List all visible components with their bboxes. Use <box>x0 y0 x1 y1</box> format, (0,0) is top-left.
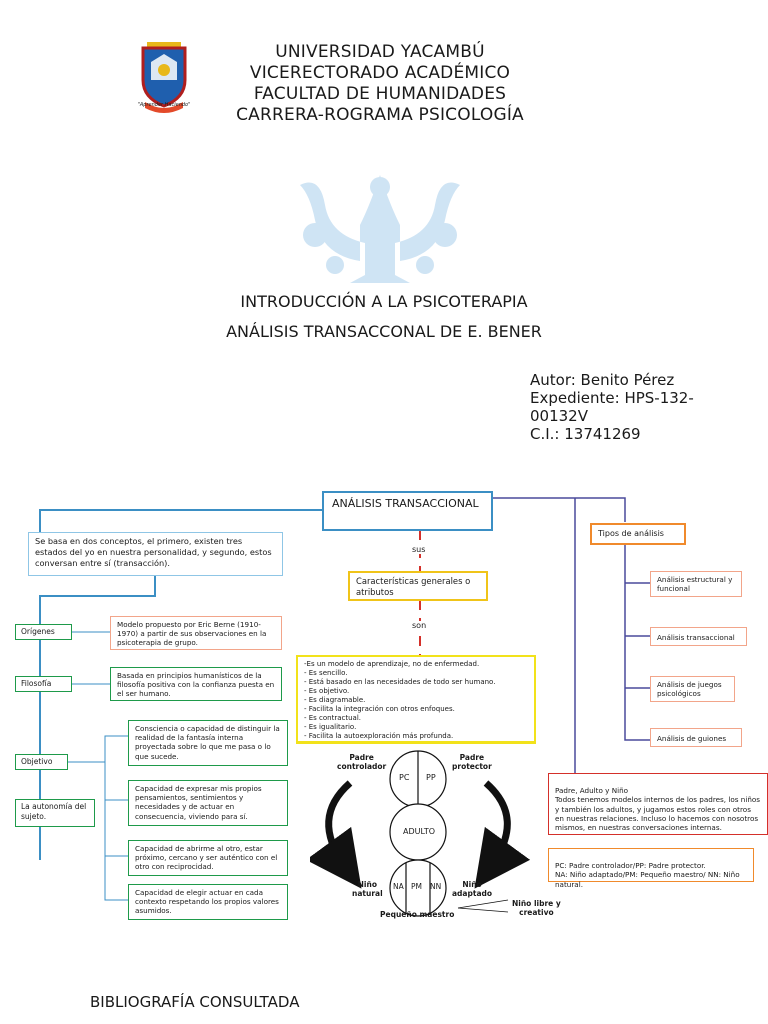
author-expediente-2: 00132V <box>530 407 588 425</box>
attributes-box: -Es un modelo de aprendizaje, no de enfe… <box>296 655 536 743</box>
tipo-item-box: Análisis transaccional <box>650 627 747 646</box>
author-expediente-1: Expediente: HPS-132- <box>530 389 694 407</box>
nino-libre-label: Niño libre y creativo <box>512 899 561 917</box>
filosofia-text: Basada en principios humanísticos de la … <box>117 671 275 699</box>
origenes-label: Orígenes <box>21 627 55 636</box>
psi-watermark <box>290 165 470 290</box>
tipos-box: Tipos de análisis <box>590 523 686 545</box>
objective-item-text: Capacidad de elegir actuar en cada conte… <box>135 888 279 916</box>
tipo-item-box: Análisis de juegos psicológicos <box>650 676 735 702</box>
origenes-text: Modelo propuesto por Eric Berne (1910-19… <box>117 620 267 648</box>
objective-item-text: Capacidad de expresar mis propios pensam… <box>135 784 262 821</box>
pc-label: PC <box>399 773 410 782</box>
autonomia-label: La autonomía del sujeto. <box>21 802 87 821</box>
concepts-box: Se basa en dos conceptos, el primero, ex… <box>28 532 283 576</box>
tipo-item-text: Análisis estructural y funcional <box>657 575 733 594</box>
carrera: CARRERA-ROGRAMA PSICOLOGÍA <box>236 105 524 125</box>
objective-item-box: Capacidad de elegir actuar en cada conte… <box>128 884 288 920</box>
objective-item-text: Consciencia o capacidad de distinguir la… <box>135 724 280 761</box>
tipo-item-text: Análisis de guiones <box>657 734 727 743</box>
attribute-item: - Es diagramable. <box>304 696 366 704</box>
padre-protector-label: Padre protector <box>452 753 492 771</box>
legend-text: PC: Padre controlador/PP: Padre protecto… <box>555 861 740 889</box>
tipo-item-text: Análisis de juegos psicológicos <box>657 680 722 699</box>
attribute-item: - Está basado en las necesidades de todo… <box>304 678 496 686</box>
tipo-item-box: Análisis de guiones <box>650 728 742 747</box>
author-ci: C.I.: 13741269 <box>530 425 641 443</box>
attribute-item: - Es sencillo. <box>304 669 348 677</box>
objetivo-label: Objetivo <box>21 757 53 766</box>
concepts-text: Se basa en dos conceptos, el primero, ex… <box>35 536 272 568</box>
nino-adaptado-label: Niño adaptado <box>452 880 493 898</box>
autonomia-box: La autonomía del sujeto. <box>15 799 95 827</box>
author-name: Autor: Benito Pérez <box>530 371 675 389</box>
na-label: NA <box>393 882 404 891</box>
facultad: FACULTAD DE HUMANIDADES <box>253 84 507 104</box>
university-logo <box>133 40 195 116</box>
origenes-text-box: Modelo propuesto por Eric Berne (1910-19… <box>110 616 282 650</box>
attribute-item: -Es un modelo de aprendizaje, no de enfe… <box>304 660 480 668</box>
pp-label: PP <box>426 773 436 782</box>
attribute-item: - Es contractual. <box>304 714 362 722</box>
sus-label: sus <box>412 545 426 554</box>
objective-item-box: Capacidad de abrirme al otro, estar próx… <box>128 840 288 876</box>
filosofia-box: Filosofía <box>15 676 72 692</box>
pan-description-text: Padre, Adulto y Niño Todos tenemos model… <box>555 786 761 833</box>
attribute-item: - Facilita la autoexploración más profun… <box>304 732 454 740</box>
objective-item-box: Capacidad de expresar mis propios pensam… <box>128 780 288 826</box>
attribute-item: - Es objetivo. <box>304 687 350 695</box>
attribute-item: - Es igualitario. <box>304 723 357 731</box>
filosofia-text-box: Basada en principios humanísticos de la … <box>110 667 282 701</box>
course-title: INTRODUCCIÓN A LA PSICOTERAPIA <box>240 292 528 311</box>
university-name: UNIVERSIDAD YACAMBÚ <box>275 42 485 62</box>
shield-icon <box>141 42 187 113</box>
pequeno-maestro-label: Pequeño maestro <box>380 910 455 919</box>
padre-controlador-label: Padre controlador <box>337 753 387 771</box>
tipo-item-text: Análisis transaccional <box>657 633 735 642</box>
tipo-item-box: Análisis estructural y funcional <box>650 571 742 597</box>
vicerectorado: VICERECTORADO ACADÉMICO <box>249 63 511 83</box>
tipos-label: Tipos de análisis <box>598 529 664 538</box>
nn-label: NN <box>430 882 442 891</box>
filosofia-label: Filosofía <box>21 679 52 688</box>
pan-description-box: Padre, Adulto y Niño Todos tenemos model… <box>548 773 768 835</box>
logo-motto: "Aprender Haciendo" <box>137 102 191 108</box>
son-label: son <box>412 621 427 630</box>
attribute-item: - Facilita la integración con otros enfo… <box>304 705 455 713</box>
origenes-box: Orígenes <box>15 624 72 640</box>
psi-icon <box>300 175 460 283</box>
pm-label: PM <box>411 882 422 891</box>
objetivo-box: Objetivo <box>15 754 68 770</box>
legend-box: PC: Padre controlador/PP: Padre protecto… <box>548 848 754 889</box>
document-title: ANÁLISIS TRANSACCONAL DE E. BENER <box>226 322 542 341</box>
objective-item-box: Consciencia o capacidad de distinguir la… <box>128 720 288 766</box>
nino-natural-label: Niño natural <box>352 880 383 898</box>
main-concept-box: ANÁLISIS TRANSACCIONAL <box>322 491 493 531</box>
bibliography-heading: BIBLIOGRAFÍA CONSULTADA <box>90 993 300 1011</box>
characteristics-box: Características generales o atributos <box>348 571 488 601</box>
characteristics-label: Características generales o atributos <box>356 576 471 597</box>
objective-item-text: Capacidad de abrirme al otro, estar próx… <box>135 844 278 872</box>
adulto-label: ADULTO <box>403 827 436 836</box>
main-concept-label: ANÁLISIS TRANSACCIONAL <box>332 497 479 510</box>
ego-states-diagram <box>310 750 531 917</box>
